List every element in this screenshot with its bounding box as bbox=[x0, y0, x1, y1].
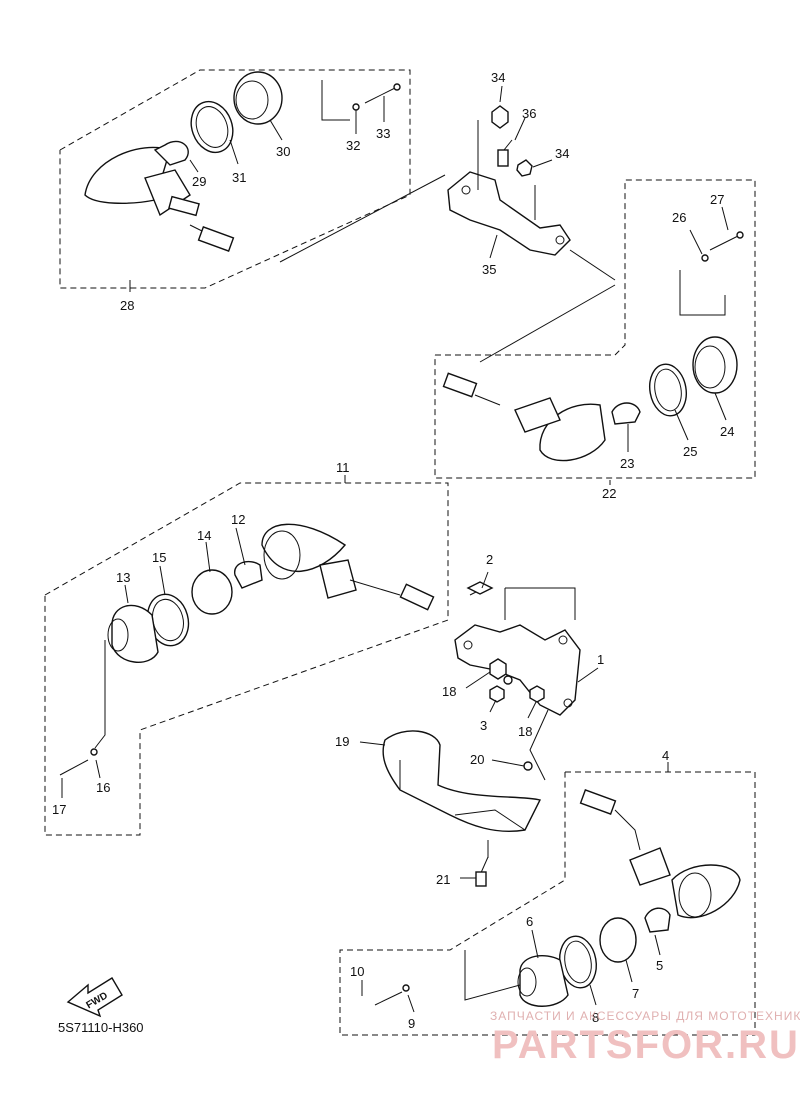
label-34a: 34 bbox=[491, 70, 505, 85]
group-22-rear-right-signal: 22 23 25 24 26 27 bbox=[434, 179, 756, 501]
label-13: 13 bbox=[116, 570, 130, 585]
group-28-rear-left-signal bbox=[59, 69, 446, 289]
label-17: 17 bbox=[52, 802, 66, 817]
label-19: 19 bbox=[335, 734, 349, 749]
label-6: 6 bbox=[526, 914, 533, 929]
label-28: 28 bbox=[120, 298, 134, 313]
label-31: 31 bbox=[232, 170, 246, 185]
fwd-arrow: FWD bbox=[66, 977, 123, 1018]
callouts-group-28: 28 29 31 30 32 33 bbox=[120, 96, 390, 313]
label-18a: 18 bbox=[442, 684, 456, 699]
label-26: 26 bbox=[672, 210, 686, 225]
label-35: 35 bbox=[482, 262, 496, 277]
label-30: 30 bbox=[276, 144, 290, 159]
label-24: 24 bbox=[720, 424, 734, 439]
group-4-front-right-signal: 4 5 6 7 8 9 10 bbox=[339, 748, 756, 1036]
label-21: 21 bbox=[436, 872, 450, 887]
label-36: 36 bbox=[522, 106, 536, 121]
label-14: 14 bbox=[197, 528, 211, 543]
label-4: 4 bbox=[662, 748, 669, 763]
label-10: 10 bbox=[350, 964, 364, 979]
label-11: 11 bbox=[336, 460, 350, 475]
label-2: 2 bbox=[486, 552, 493, 567]
label-9: 9 bbox=[408, 1016, 415, 1031]
label-25: 25 bbox=[683, 444, 697, 459]
watermark-tagline: ЗАПЧАСТИ И АКСЕССУАРЫ ДЛЯ МОТОТЕХНИКИ bbox=[490, 1009, 800, 1023]
label-3: 3 bbox=[480, 718, 487, 733]
label-12: 12 bbox=[231, 512, 245, 527]
label-34b: 34 bbox=[555, 146, 569, 161]
label-18b: 18 bbox=[518, 724, 532, 739]
watermark: ЗАПЧАСТИ И АКСЕССУАРЫ ДЛЯ МОТОТЕХНИКИ PA… bbox=[490, 1009, 800, 1067]
label-33: 33 bbox=[376, 126, 390, 141]
cover-19: 19 21 bbox=[335, 730, 542, 887]
label-23: 23 bbox=[620, 456, 634, 471]
label-8: 8 bbox=[592, 1010, 599, 1025]
label-22: 22 bbox=[602, 486, 616, 501]
label-27: 27 bbox=[710, 192, 724, 207]
bracket-1: 2 1 18 3 18 20 bbox=[442, 552, 604, 781]
group-11-front-left-signal: 11 12 14 15 13 16 17 bbox=[44, 460, 449, 836]
label-5: 5 bbox=[656, 958, 663, 973]
bracket-35: 34 36 34 35 bbox=[447, 70, 616, 281]
label-7: 7 bbox=[632, 986, 639, 1001]
watermark-logo: PARTSFOR.RU bbox=[492, 1023, 800, 1067]
label-20: 20 bbox=[470, 752, 484, 767]
label-16: 16 bbox=[96, 780, 110, 795]
label-32: 32 bbox=[346, 138, 360, 153]
label-1: 1 bbox=[597, 652, 604, 667]
label-15: 15 bbox=[152, 550, 166, 565]
label-29: 29 bbox=[192, 174, 206, 189]
diagram-code: 5S71110-H360 bbox=[58, 1020, 144, 1035]
